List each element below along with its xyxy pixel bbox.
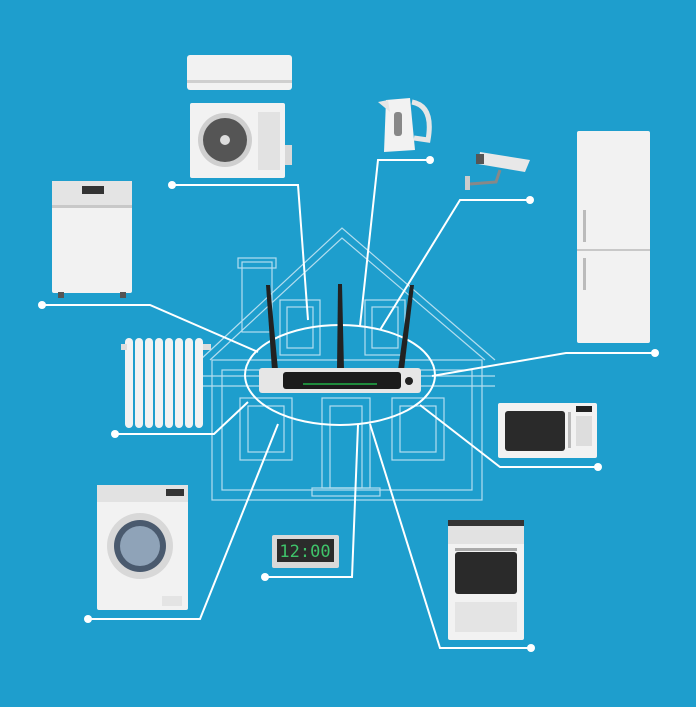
oven[interactable] xyxy=(448,520,524,640)
wifi-router[interactable] xyxy=(259,284,421,393)
radiator[interactable] xyxy=(121,338,211,428)
air-conditioner[interactable] xyxy=(187,55,292,178)
connection-dots xyxy=(38,156,659,652)
dishwasher[interactable] xyxy=(52,181,132,298)
router-led-strip xyxy=(303,383,377,385)
refrigerator[interactable] xyxy=(577,131,650,343)
security-camera[interactable] xyxy=(465,152,530,190)
house-outline xyxy=(199,227,496,501)
clock-time: 12:00 xyxy=(279,542,330,562)
kettle[interactable] xyxy=(378,98,432,152)
washing-machine[interactable] xyxy=(97,485,188,610)
microwave[interactable] xyxy=(498,403,597,458)
digital-clock[interactable]: 12:00 xyxy=(272,535,339,568)
